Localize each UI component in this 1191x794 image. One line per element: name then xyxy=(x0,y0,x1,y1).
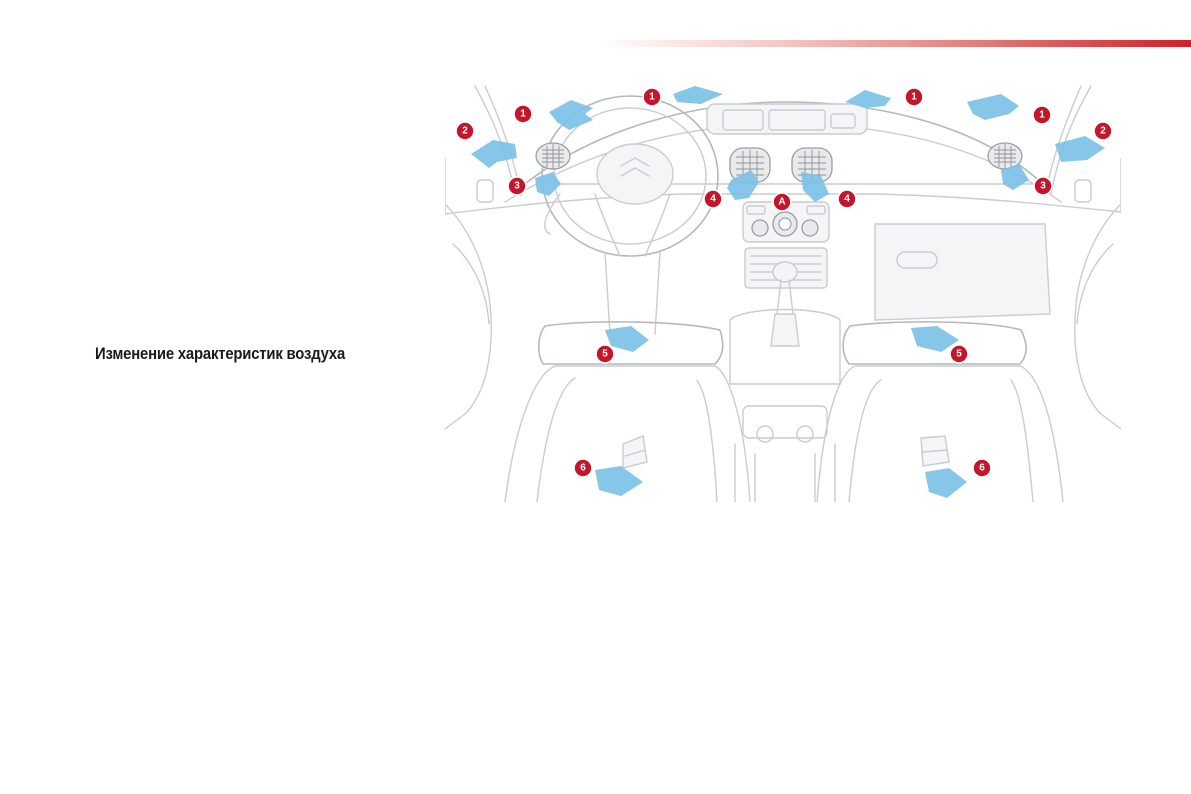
callout-4-left: 4 xyxy=(703,189,723,209)
callout-1-left-inner: 1 xyxy=(642,87,662,107)
callout-3-right: 3 xyxy=(1033,176,1053,196)
callout-6-right: 6 xyxy=(972,458,992,478)
section-caption: Изменение характеристик воздуха xyxy=(95,345,346,363)
svg-text:5: 5 xyxy=(956,349,962,360)
svg-text:3: 3 xyxy=(1040,181,1046,192)
callout-3-left: 3 xyxy=(507,176,527,196)
callout-6-left: 6 xyxy=(573,458,593,478)
callout-5-right: 5 xyxy=(949,344,969,364)
callout-2-left: 2 xyxy=(455,121,475,141)
header-accent-stripe xyxy=(598,40,1191,47)
callout-2-right: 2 xyxy=(1093,121,1113,141)
cabin-airflow-diagram: 1 1 1 1 2 2 3 3 4 4 A 5 5 6 6 xyxy=(445,84,1121,502)
svg-text:4: 4 xyxy=(844,194,850,205)
svg-text:3: 3 xyxy=(514,181,520,192)
callout-1-right-outer: 1 xyxy=(1032,105,1052,125)
svg-text:6: 6 xyxy=(580,463,586,474)
svg-text:2: 2 xyxy=(1100,126,1106,137)
svg-text:1: 1 xyxy=(911,92,917,103)
svg-text:1: 1 xyxy=(520,109,526,120)
svg-text:5: 5 xyxy=(602,349,608,360)
callout-5-left: 5 xyxy=(595,344,615,364)
svg-text:6: 6 xyxy=(979,463,985,474)
svg-text:4: 4 xyxy=(710,194,716,205)
svg-text:A: A xyxy=(778,197,785,208)
callout-1-left-outer: 1 xyxy=(513,104,533,124)
callout-1-right-inner: 1 xyxy=(904,87,924,107)
svg-text:2: 2 xyxy=(462,126,468,137)
svg-text:1: 1 xyxy=(649,92,655,103)
callout-a: A xyxy=(772,192,792,212)
svg-text:1: 1 xyxy=(1039,110,1045,121)
callout-4-right: 4 xyxy=(837,189,857,209)
